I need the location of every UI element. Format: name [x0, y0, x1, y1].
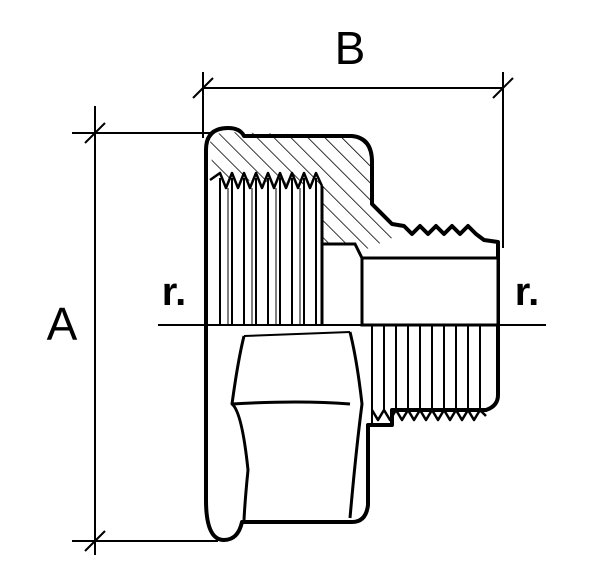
section-view: [204, 126, 500, 327]
label-a: A: [47, 298, 78, 350]
female-thread-lines: [219, 178, 317, 325]
body-outline-top: [204, 126, 500, 325]
male-thread-profile: [370, 408, 487, 422]
section-hatch: [209, 132, 392, 252]
dimension-b-tick-right: [492, 77, 514, 99]
hex-edge-middle: [231, 400, 351, 406]
dimension-a-tick-bottom: [84, 530, 106, 552]
exterior-view: [204, 325, 500, 542]
male-thread-lines: [371, 325, 481, 425]
label-b: B: [335, 22, 366, 74]
hex-edge-left: [230, 335, 250, 521]
female-thread: [209, 171, 324, 190]
hex-body-outline: [204, 325, 500, 542]
dimension-b-tick-left: [192, 77, 214, 99]
hex-edge-right: [348, 331, 364, 519]
hex-edge-top: [243, 331, 351, 337]
label-r-right: r.: [515, 270, 539, 314]
dimension-a-tick-top: [84, 122, 106, 144]
label-r-left: r.: [162, 270, 186, 314]
